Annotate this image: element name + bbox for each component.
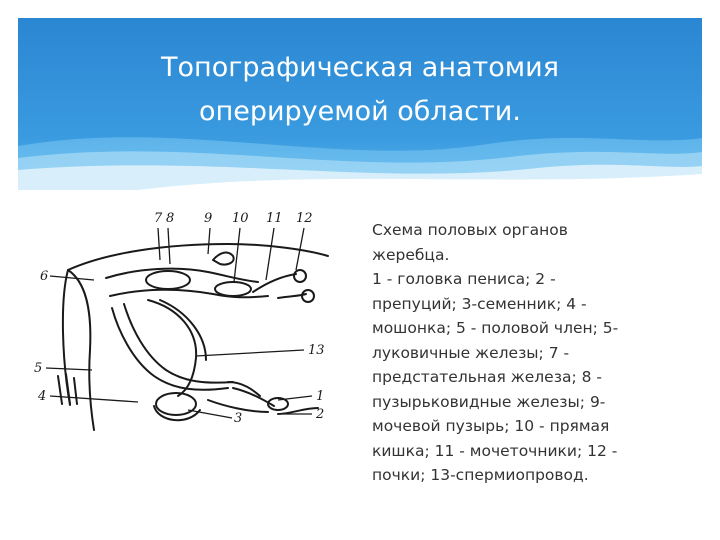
caption-line: 1 - головка пениса; 2 -	[372, 270, 556, 288]
caption-line: почки; 13-спермиопровод.	[372, 466, 589, 484]
label-3: 3	[234, 411, 242, 426]
label-9: 9	[204, 211, 212, 226]
label-8: 8	[166, 211, 174, 226]
caption-line: пузырьковидные железы; 9-	[372, 392, 606, 411]
label-4: 4	[37, 389, 46, 404]
anatomy-diagram: 7 8 9 10 11 12 6 5 4 3 1 2 13	[28, 200, 340, 440]
diagram-caption: Схема половых органов жеребца. 1 - голов…	[372, 218, 672, 488]
label-7: 7	[154, 211, 163, 226]
caption-line: кишка; 11 - мочеточники; 12 -	[372, 441, 618, 460]
caption-line: мошонка; 5 - половой член; 5-	[372, 319, 619, 337]
label-5: 5	[34, 361, 42, 376]
label-10: 10	[232, 211, 249, 226]
caption-line: жеребца.	[372, 245, 450, 264]
label-2: 2	[315, 407, 324, 422]
label-6: 6	[40, 269, 48, 284]
stallion-reproductive-organs-sketch: 7 8 9 10 11 12 6 5 4 3 1 2 13	[34, 211, 329, 431]
caption-line: предстательная железа; 8 -	[372, 368, 602, 386]
title-banner: Топографическая анатомия оперируемой обл…	[18, 18, 702, 190]
caption-line: препуций; 3-семенник; 4 -	[372, 294, 587, 313]
label-12: 12	[296, 211, 313, 226]
caption-line: мочевой пузырь; 10 - прямая	[372, 417, 610, 435]
label-13: 13	[308, 343, 325, 358]
title-line-1: Топографическая анатомия	[161, 52, 559, 83]
banner-background	[18, 18, 702, 190]
label-11: 11	[266, 211, 283, 226]
caption-line: Схема половых органов	[372, 221, 568, 239]
slide-title: Топографическая анатомия оперируемой обл…	[18, 46, 702, 134]
caption-line: луковичные железы; 7 -	[372, 343, 570, 362]
label-1: 1	[316, 389, 324, 404]
title-line-2: оперируемой области.	[199, 96, 521, 127]
